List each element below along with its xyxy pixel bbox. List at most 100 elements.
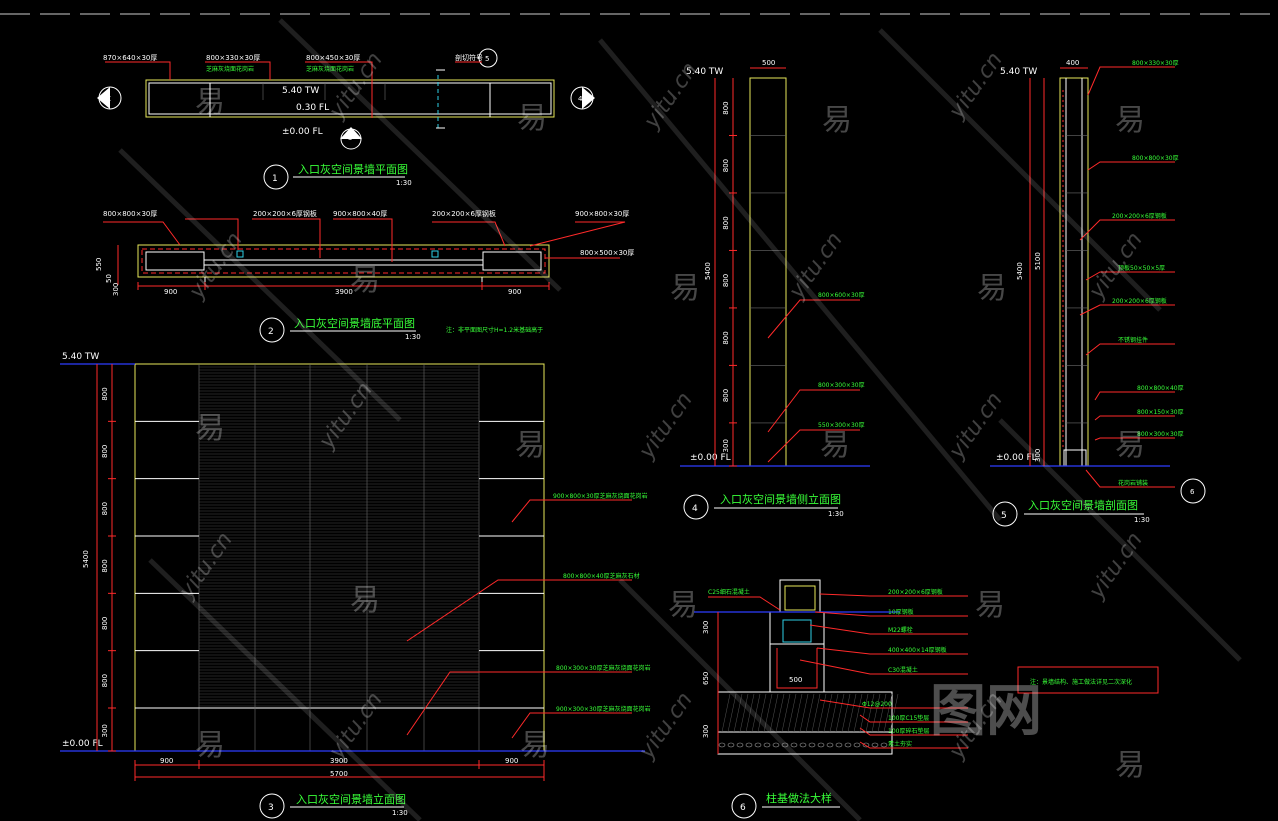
footing-detail-view-6: 300 650 300 500 C25细石混凝土 200×200×6厚钢板 10… [694,579,1159,755]
sect5-marker: 6 [1190,488,1195,496]
plan2-note: 注：非平面图尺寸H=1.2米基础高于 [446,326,543,334]
elev3-top-level: 5.40 TW [62,352,99,362]
plan1-note-c: 芝麻灰烧面花岗岩 [306,65,354,73]
footing-hatch-line [889,693,899,733]
plan2-dim-right: 900 [508,288,521,296]
arrow-left-icon [97,87,110,109]
watermark-glyph: 易 [195,728,225,763]
elev3-dim-label: 300 [101,724,109,737]
footing-hatch-line [727,693,737,733]
sect5-dim-total: 5400 [1016,262,1024,280]
footing-hatch-line [793,693,803,733]
gravel-stone [871,742,879,748]
plan2-label-b: 200×200×6厚钢板 [253,209,317,218]
note-box [1017,666,1159,694]
plan1-label-a: 870×640×30厚 [103,54,157,62]
elev3-dim-label: 800 [101,387,109,400]
watermark-glyph: 易 [195,85,225,120]
det6-label-8: 100厚碎石垫层 [888,727,929,735]
section-leader-line [1079,304,1175,316]
plan1-level-ground: ±0.00 FL [282,127,323,137]
view-4-title: 入口灰空间景墙侧立面图 [720,492,841,506]
title-view-6: 6 柱基做法大样 [731,791,840,819]
elev3-dim-label: 800 [101,502,109,515]
plan1-label-d: 剖切符号 [455,53,483,62]
det6-dim-c: 300 [702,725,710,738]
sect5-top-level: 5.40 TW [1000,67,1037,77]
section-leader-line [1094,415,1175,421]
footing-hatch-line [859,693,869,733]
detail-leader-line [819,593,968,597]
plan2-dim-left: 900 [164,288,177,296]
gravel-stone [718,742,726,748]
sect5-label-5: 不锈钢挂件 [1118,336,1148,344]
det6-note: 注：景墙结构、施工做法详见二次深化 [1030,678,1132,686]
detail-leader-line [859,714,968,723]
watermark-site: yitu.cn [944,48,1008,124]
gravel-stone [754,742,762,748]
gravel-stone [826,742,834,748]
sect5-label-9: 花岗岩铺装 [1118,479,1148,487]
footing-hatch-line [781,693,791,733]
det6-label-2: 10厚钢板 [888,608,914,616]
elev3-dim-left: 900 [160,757,173,765]
plan2-label-c: 900×800×40厚 [333,210,387,218]
det6-dim-d: 500 [789,676,802,684]
view-5-scale: 1:30 [1134,516,1150,524]
watermark-glyph: 易 [515,428,545,463]
side4-dim-label: 800 [722,216,730,229]
watermark-site: yitu.cn [174,528,238,604]
footing-hatch-line [847,693,857,733]
watermark-glyph: 易 [517,101,547,136]
footing-hatch-line [763,693,773,733]
watermark-site: yitu.cn [634,388,698,464]
plan1-note-b: 芝麻灰烧面花岗岩 [206,65,254,73]
marker-bottom-label: 3 [348,134,352,142]
watermark-glyph: 易 [822,103,852,138]
gravel-stone [853,742,861,748]
det6-label-9: 素土夯实 [888,740,912,748]
det6-label-0: C25细石混凝土 [708,588,750,596]
gravel-stone [799,742,807,748]
elev3-dim-label: 800 [101,617,109,630]
gravel-stone [790,742,798,748]
elev3-dim-label: 800 [101,674,109,687]
footing-hatch-line [853,693,863,733]
det6-label-3: M22螺栓 [888,626,913,634]
elev3-label-c: 800×300×30厚芝麻灰烧面花岗岩 [556,664,651,672]
sect5-ground-level: ±0.00 FL [996,453,1037,463]
section-leader-line [1085,343,1175,356]
watermark-glyph: 易 [350,583,380,618]
view-2-number: 2 [268,327,274,337]
footing-hatch-line [817,693,827,733]
view-3-number: 3 [268,803,274,813]
title-view-4: 4 入口灰空间景墙侧立面图 1:30 [683,492,844,520]
side4-label-b: 800×300×30厚 [818,382,865,389]
plan1-label-b: 800×330×30厚 [206,54,260,62]
section-marker-6 [1180,478,1206,504]
det6-label-4: 400×400×14厚钢板 [888,646,947,654]
watermark-site: yitu.cn [324,688,388,764]
title-view-1: 1 入口灰空间景墙平面图 1:30 [263,162,412,190]
view-3-title: 入口灰空间景墙立面图 [296,792,406,806]
section-marker-top [478,48,498,68]
brand-watermark: 图网 [930,679,1042,744]
view-1-scale: 1:30 [396,179,412,187]
gravel-stone [763,742,771,748]
arrow-up-icon [340,127,362,139]
footing-hatch-line [769,693,779,733]
sect5-label-3: 顶板50×50×5厚 [1118,264,1165,272]
watermark-site: yitu.cn [634,688,698,764]
elev3-total-height: 5400 [82,550,90,568]
sect5-label-7: 800×150×30厚 [1137,409,1184,416]
watermark-glyph: 易 [350,263,380,298]
side4-label-c: 550×300×30厚 [818,422,865,429]
det6-label-1: 200×200×6厚钢板 [888,588,943,596]
gravel-stone [772,742,780,748]
watermark-glyph: 易 [1115,748,1145,783]
side4-ground-level: ±0.00 FL [690,453,731,463]
sect5-width: 400 [1066,59,1079,67]
watermark-glyph: 易 [1115,103,1145,138]
